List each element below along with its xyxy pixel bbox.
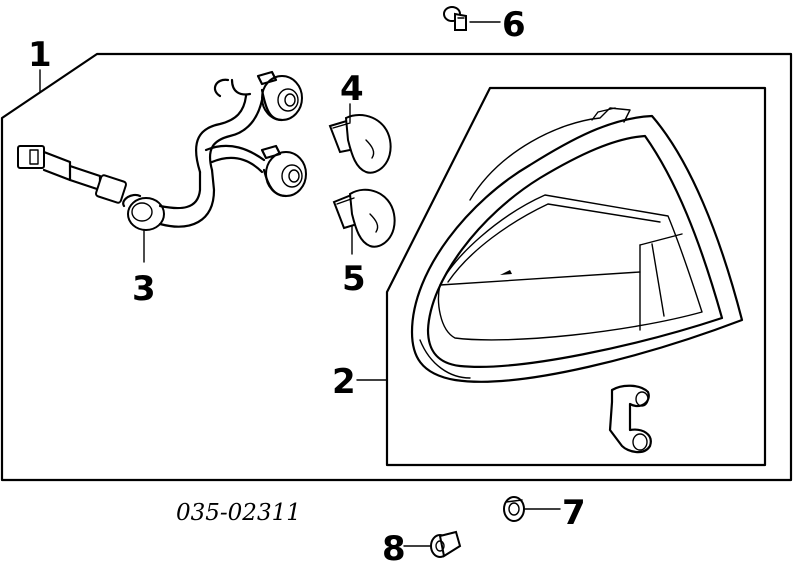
bulb-upper: [328, 114, 392, 174]
diagram-part-number: 035-02311: [176, 500, 301, 526]
callout-3: 3: [132, 269, 156, 309]
callout-2: 2: [332, 362, 356, 402]
callout-1: 1: [28, 35, 52, 75]
callout-5: 5: [342, 259, 366, 299]
callout-4: 4: [340, 69, 364, 109]
tail-lamp-lens: [410, 107, 744, 383]
bulb-lower: [332, 188, 396, 248]
callout-7: 7: [562, 493, 586, 533]
callout-6: 6: [502, 5, 526, 45]
lens-drain-tube: [608, 384, 652, 454]
lens-assembly-frame: [385, 86, 767, 467]
leader-lines: [39, 21, 561, 547]
callout-8: 8: [382, 529, 406, 561]
wiring-harness-socket: [17, 70, 307, 231]
clip-part-6: [443, 6, 467, 31]
grommet-part-8: [430, 530, 462, 558]
nut-part-7: [503, 496, 525, 522]
assembly-frame: [0, 52, 793, 482]
